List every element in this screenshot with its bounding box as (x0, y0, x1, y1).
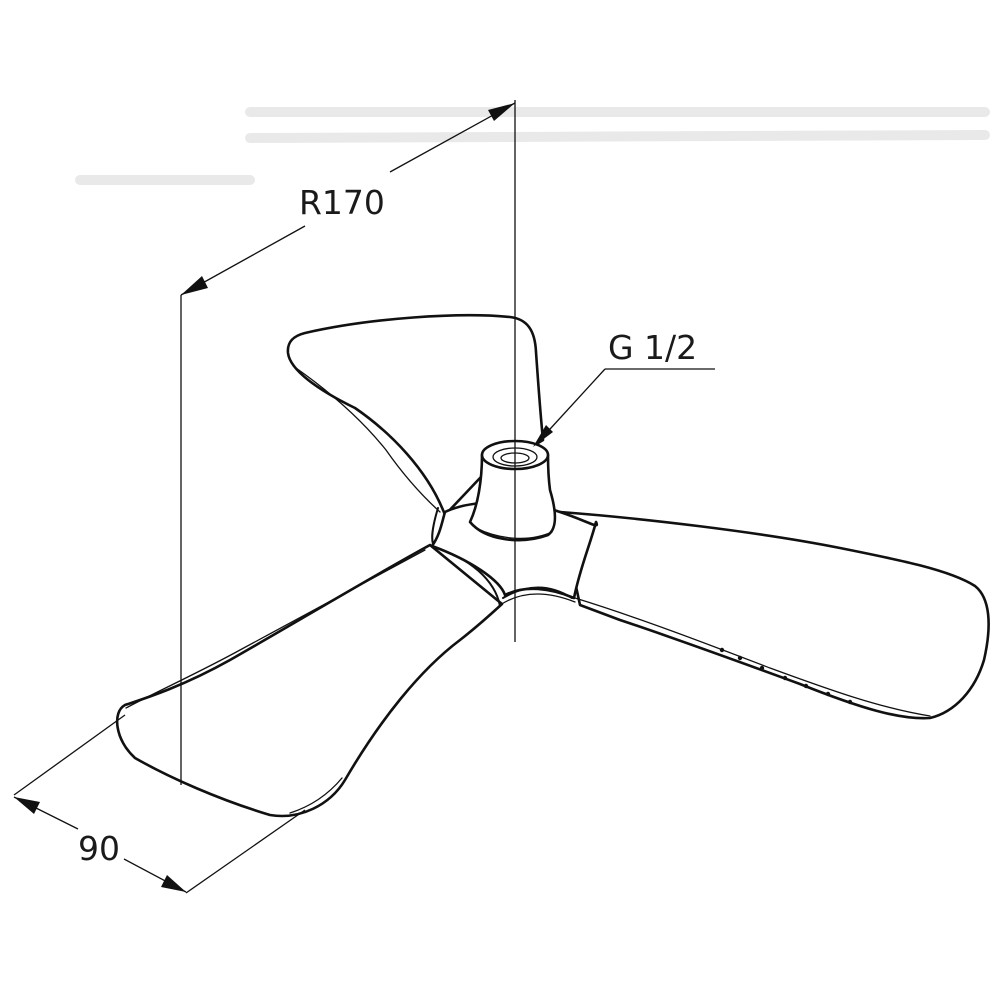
thread-label: G 1/2 (608, 328, 697, 367)
thread-leader-arrow (533, 425, 553, 447)
connector-neck (468, 453, 557, 542)
front-left-arm (115, 543, 504, 818)
width-extension-line-left (13, 714, 126, 796)
back-left-arm (286, 314, 545, 517)
right-arm-nozzle-dots (719, 647, 853, 705)
front-left-arm-edge (125, 549, 426, 709)
right-arm (558, 510, 990, 720)
radius-label: R170 (299, 183, 385, 222)
right-arm-edge (574, 597, 931, 717)
thread-leader-diagonal (539, 368, 606, 441)
hub-front-curve (499, 593, 576, 606)
front-left-arm-bottom-edge (289, 777, 343, 814)
width-extension-line-right (185, 809, 306, 894)
width-arrow-left (14, 797, 40, 814)
shower-head-body (115, 314, 990, 818)
width-arrow-right (161, 875, 186, 892)
radius-arrow-left (181, 276, 208, 295)
thread-callout: G 1/2 (533, 328, 715, 447)
radius-dimension: R170 (180, 102, 516, 785)
radius-arrow-right (488, 103, 515, 121)
faint-background-marks (75, 107, 990, 185)
back-left-arm-edge (295, 367, 441, 513)
hub-underside (502, 586, 573, 599)
width-dimension: 90 (13, 714, 306, 894)
width-label: 90 (78, 829, 120, 868)
